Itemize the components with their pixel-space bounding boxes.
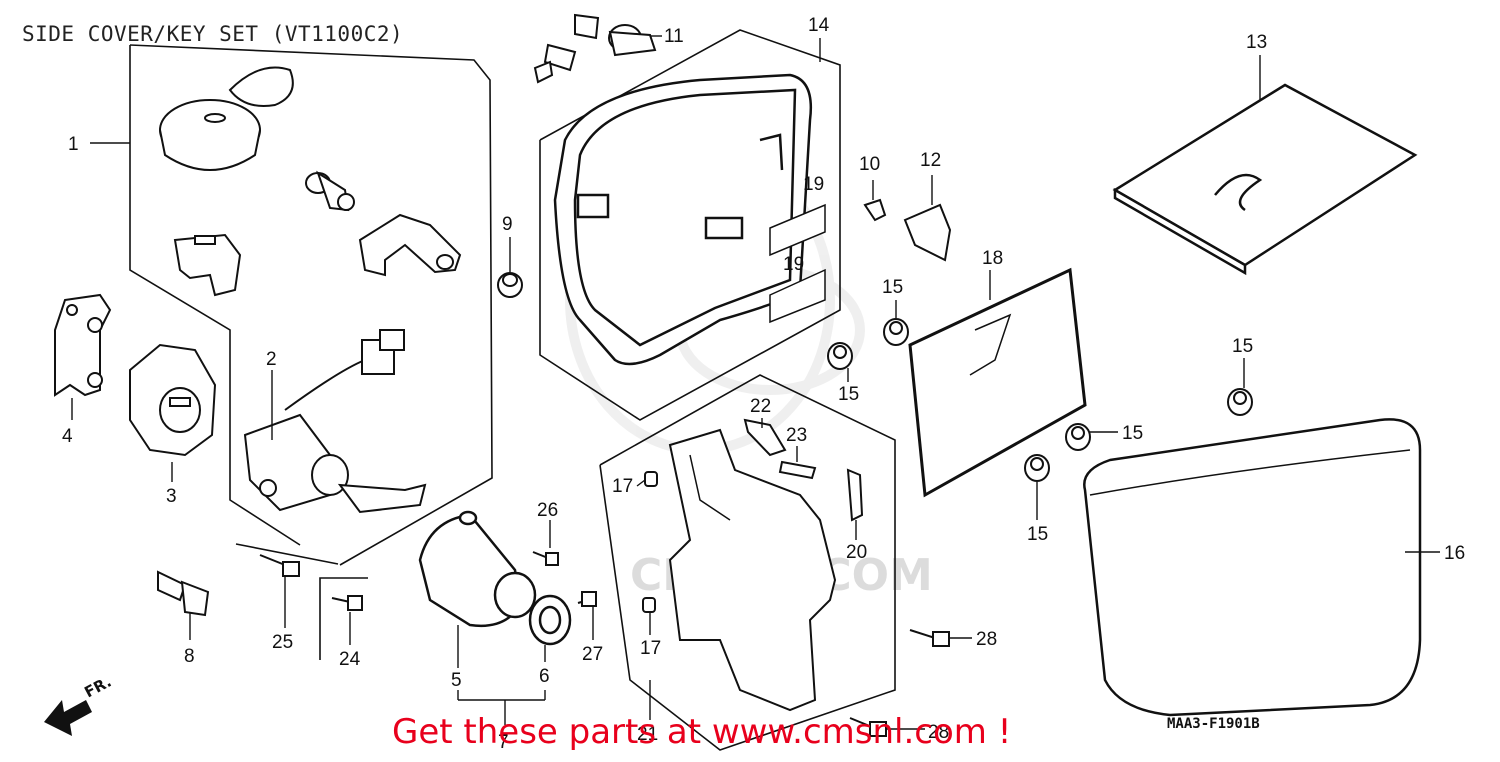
- callout-15b: 15: [838, 384, 859, 405]
- callout-8: 8: [184, 646, 195, 667]
- part-15-grommets: [827, 318, 1253, 482]
- callout-19b: 19: [783, 254, 804, 275]
- bolt-24-bracket: [319, 577, 368, 660]
- callout-17a: 17: [612, 476, 633, 497]
- part-22-clip: [743, 418, 787, 457]
- part-6-cover: [528, 594, 572, 646]
- callout-7: 7: [498, 732, 509, 753]
- part-11-key-lock: [533, 13, 657, 84]
- part-lock-latch: [358, 213, 462, 277]
- part-12-holder: [903, 203, 952, 262]
- callout-5: 5: [451, 670, 462, 691]
- part-23-band: [778, 460, 817, 480]
- callout-19a: 19: [803, 174, 824, 195]
- callout-11: 11: [664, 26, 684, 47]
- part-14-side-cover: [553, 73, 813, 366]
- part-lock-housing: [173, 233, 242, 297]
- part-10-clip: [863, 198, 887, 222]
- promo-banner-link[interactable]: Get these parts at www.cmsnl.com !: [392, 712, 1012, 752]
- callout-27: 27: [582, 644, 603, 665]
- callout-3: 3: [166, 486, 177, 507]
- callout-15d: 15: [1122, 423, 1143, 444]
- callout-2: 2: [266, 349, 277, 370]
- leader-lines: [71, 35, 1440, 730]
- part-4-stay: [54, 293, 112, 397]
- callout-4: 4: [62, 426, 73, 447]
- callout-28b: 28: [928, 722, 949, 743]
- callout-13: 13: [1246, 32, 1267, 53]
- bolts: [259, 551, 950, 737]
- part-19-labels: [769, 203, 826, 324]
- callout-16: 16: [1444, 543, 1465, 564]
- callout-23: 23: [786, 425, 807, 446]
- diagram-title: SIDE COVER/KEY SET (VT1100C2): [22, 22, 404, 46]
- part-seat-lock-cap: [159, 66, 294, 171]
- bracket-group-outline: [599, 374, 896, 751]
- part-21-bracket: [668, 428, 837, 712]
- callout-25: 25: [272, 632, 293, 653]
- part-3-ignition-switch: [129, 343, 217, 457]
- part-lock-cylinder-small: [305, 170, 355, 212]
- side-cover-group-outline: [539, 29, 841, 421]
- part-2-key-cylinder: [243, 329, 427, 514]
- part-17-clips: [642, 471, 658, 613]
- callout-17b: 17: [640, 638, 661, 659]
- callout-15c: 15: [1232, 336, 1253, 357]
- part-9-grommet: [497, 272, 523, 298]
- part-13-pad: [1112, 83, 1418, 276]
- callout-12: 12: [920, 150, 941, 171]
- callout-9: 9: [502, 214, 513, 235]
- callout-1: 1: [68, 134, 79, 155]
- callout-26: 26: [537, 500, 558, 521]
- diagram-code: MAA3-F1901B: [1167, 716, 1260, 732]
- callouts: 1 2 3 4 5 6 7 8 9 10 11 12 13 14 15 15 1…: [62, 15, 1465, 753]
- key-set-group-outline: [129, 44, 493, 566]
- callout-14: 14: [808, 15, 830, 36]
- front-direction-arrow: [44, 700, 92, 736]
- part-8-key: [157, 570, 210, 617]
- callout-6: 6: [539, 666, 550, 687]
- callout-10: 10: [859, 154, 880, 175]
- part-5-relay: [418, 510, 537, 628]
- callout-18: 18: [982, 248, 1003, 269]
- part-20-band: [846, 468, 864, 522]
- part-18-sheet: [908, 267, 1087, 498]
- part-16-side-cover: [1083, 418, 1422, 717]
- callout-28a: 28: [976, 629, 997, 650]
- callout-21: 21: [637, 724, 658, 745]
- callout-15a: 15: [882, 277, 903, 298]
- callout-15e: 15: [1027, 524, 1048, 545]
- callout-24: 24: [339, 649, 361, 670]
- callout-22: 22: [750, 396, 771, 417]
- callout-20: 20: [846, 542, 867, 563]
